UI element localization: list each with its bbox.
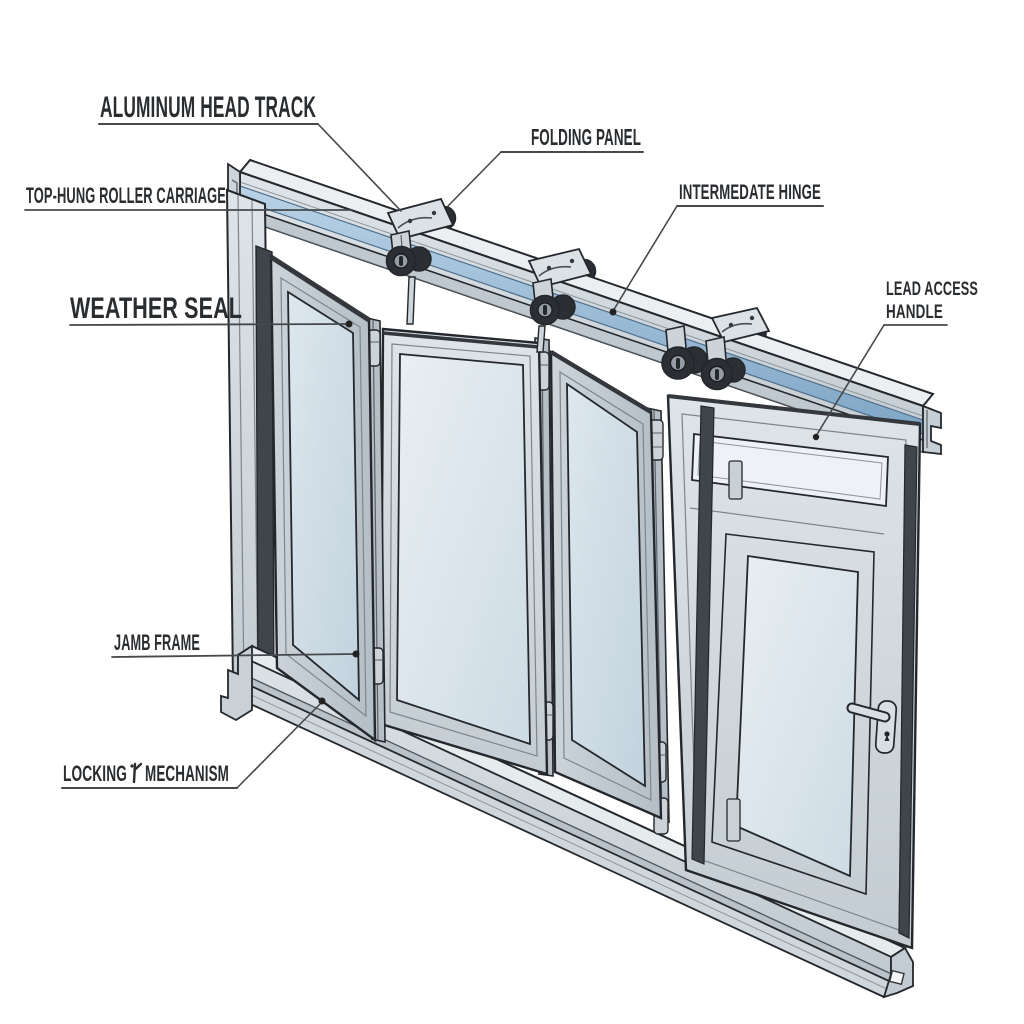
- callout-locking-mechanism: LOCKING MECHANISM: [61, 697, 326, 789]
- label-lead-access-line2: HANDLE: [886, 302, 943, 323]
- sill-left-endcap: [220, 644, 253, 722]
- door-left-seal: [691, 405, 715, 865]
- callout-roller-carriage: TOP-HUNG ROLLER CARRIAGE: [24, 183, 353, 211]
- label-weather-seal: WEATHER SEAL: [70, 292, 242, 325]
- label-intermediate-hinge: INTERMEDATE HINGE: [679, 181, 821, 204]
- roller-carriage-2: [527, 247, 593, 353]
- folding-panel-1: [269, 254, 377, 743]
- callout-lead-access-handle: LEAD ACCESS HANDLE: [812, 279, 978, 441]
- panel2-glass: [396, 353, 531, 746]
- lead-door-panel: [666, 394, 922, 950]
- callout-aluminum-head-track: ALUMINUM HEAD TRACK: [98, 91, 402, 212]
- door-glass: [735, 554, 859, 878]
- label-locking: LOCKING: [63, 761, 127, 786]
- label-aluminum-head-track: ALUMINUM HEAD TRACK: [100, 91, 316, 124]
- callouts: ALUMINUM HEAD TRACK FOLDING PANEL TOP-HU…: [24, 91, 978, 789]
- door-hinge-plate-bottom: [726, 798, 741, 842]
- door-hinge-plate-top: [728, 460, 743, 500]
- label-mechanism: MECHANISM: [145, 761, 229, 786]
- label-roller-carriage: TOP-HUNG ROLLER CARRIAGE: [26, 183, 226, 208]
- door-transom-lite: [691, 432, 889, 508]
- panel3-glass: [566, 382, 646, 788]
- folding-panel-2: [379, 327, 549, 776]
- folding-panel-3: [549, 349, 663, 820]
- roller-carriage-3: [661, 306, 771, 391]
- jamb-frame: [225, 188, 275, 698]
- lead-access-handle: [846, 700, 898, 754]
- callout-weather-seal: WEATHER SEAL: [69, 292, 353, 328]
- roller-carriage-1: [385, 197, 455, 325]
- track-right-endcap: [922, 404, 942, 456]
- label-jamb-frame: JAMB FRAME: [114, 630, 200, 655]
- label-lead-access-line1: LEAD ACCESS: [886, 279, 978, 300]
- panel1-glass: [287, 290, 360, 702]
- label-folding-panel: FOLDING PANEL: [531, 124, 641, 150]
- callout-folding-panel: FOLDING PANEL: [447, 124, 644, 207]
- panel1-weather-seal-edge: [269, 254, 371, 323]
- callout-intermediate-hinge: INTERMEDATE HINGE: [609, 181, 824, 316]
- keyhole: [884, 731, 890, 737]
- door-right-seal: [898, 444, 918, 939]
- glitch-figure-glyph: [130, 762, 143, 784]
- callout-jamb-frame: JAMB FRAME: [111, 630, 360, 658]
